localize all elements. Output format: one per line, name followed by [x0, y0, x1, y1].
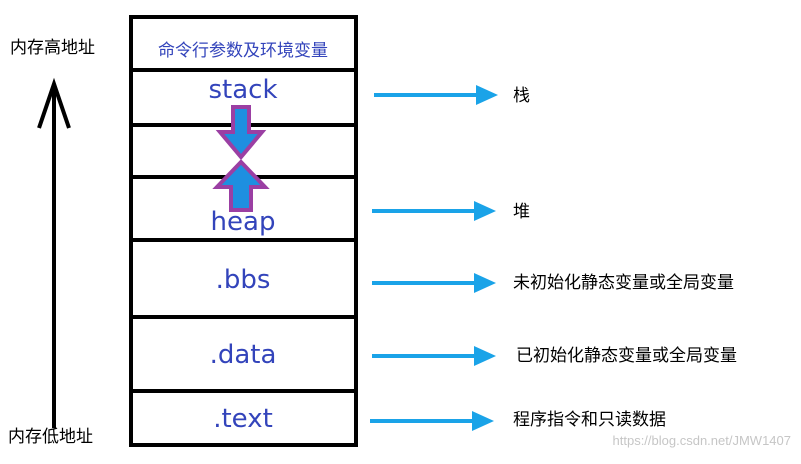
segment-text-label: .text: [213, 404, 273, 434]
bbs-description: 未初始化静态变量或全局变量: [513, 273, 734, 293]
data-description: 已初始化静态变量或全局变量: [516, 346, 737, 366]
text-pointer-arrow-icon: [370, 411, 494, 431]
watermark: https://blog.csdn.net/JMW1407: [612, 433, 791, 448]
segment-bbs-label: .bbs: [215, 264, 271, 295]
segment-heap-label: heap: [210, 207, 276, 237]
segment-data-label: .data: [209, 340, 277, 370]
segment-args-env-label: 命令行参数及环境变量: [158, 40, 328, 61]
text-description: 程序指令和只读数据: [513, 410, 666, 430]
heap-pointer-arrow-icon: [372, 201, 496, 221]
stack-pointer-arrow-icon: [374, 85, 498, 105]
heap-description: 堆: [513, 202, 530, 222]
segment-stack-label: stack: [208, 75, 278, 105]
high-address-label: 内存高地址: [10, 38, 95, 58]
stack-description: 栈: [513, 86, 530, 106]
memory-block-outline: [129, 15, 358, 447]
data-pointer-arrow-icon: [372, 346, 496, 366]
address-up-arrow-icon: [37, 77, 71, 428]
bbs-pointer-arrow-icon: [372, 273, 496, 293]
low-address-label: 内存低地址: [8, 427, 93, 447]
stack-grow-down-arrow-icon: [215, 105, 267, 161]
heap-grow-up-arrow-icon: [212, 159, 270, 212]
